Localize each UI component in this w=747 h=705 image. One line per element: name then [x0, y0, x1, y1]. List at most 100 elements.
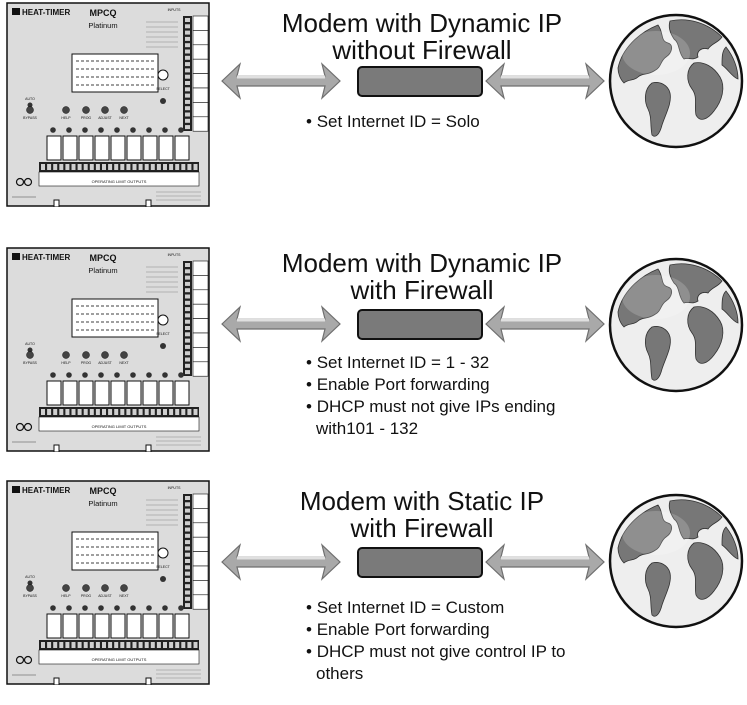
ground-icon — [23, 177, 33, 187]
terminal-screw — [185, 338, 190, 343]
relay-switch — [78, 135, 94, 161]
input-label-box — [192, 565, 209, 581]
terminal-screw — [65, 642, 70, 648]
relay-switch — [78, 380, 94, 406]
terminal-screw — [53, 409, 58, 415]
terminal-screw — [185, 533, 190, 538]
keypad-button-label: NEXT — [119, 594, 129, 598]
relay-switch — [174, 135, 190, 161]
keypad-button-label: NEXT — [119, 361, 129, 365]
terminal-screw — [185, 74, 190, 79]
override-led-icon — [66, 127, 72, 133]
input-label-box — [192, 536, 209, 552]
scenario-title: Modem with Dynamic IP without Firewall — [247, 10, 597, 64]
terminal-screw — [53, 642, 58, 648]
keypad-button — [101, 584, 109, 592]
terminal-screw — [156, 164, 161, 170]
brand-text: HEAT-TIMER — [22, 486, 71, 495]
globe-icon — [608, 13, 744, 149]
select-text: SELECT — [156, 332, 170, 336]
output-label-strip — [38, 171, 200, 187]
terminal-screw — [41, 642, 45, 648]
title-line-2: with Firewall — [350, 275, 494, 305]
scenario-title: Modem with Static IP with Firewall — [247, 488, 597, 542]
output-terminal-strip — [39, 640, 199, 650]
keypad-button — [120, 351, 128, 359]
terminal-screw — [185, 18, 190, 22]
terminal-screw — [185, 370, 190, 375]
globe-shine — [622, 275, 690, 319]
arrow-shape — [485, 62, 605, 100]
terminal-screw — [185, 357, 190, 362]
terminal-screw — [59, 642, 64, 648]
terminal-screw — [71, 164, 76, 170]
inputs-text: INPUTS — [168, 486, 182, 490]
input-label-box — [192, 44, 209, 60]
select-knob-icon — [157, 69, 169, 81]
terminal-screw — [71, 642, 76, 648]
note-item: Enable Port forwarding — [306, 619, 596, 641]
terminal-screw — [185, 62, 190, 67]
override-led-icon — [98, 605, 104, 611]
output-label-strip — [38, 416, 200, 432]
auto-led-icon — [27, 347, 33, 353]
terminal-screw — [185, 300, 190, 305]
override-led-icon — [162, 127, 168, 133]
arrow-shape — [221, 62, 341, 100]
terminal-screw — [185, 521, 190, 526]
double-arrow-icon — [485, 543, 605, 581]
relay-switch — [110, 380, 126, 406]
mounting-slot — [145, 199, 152, 208]
scenario-title: Modem with Dynamic IP with Firewall — [247, 250, 597, 304]
terminal-screw — [185, 81, 190, 85]
lcd-display — [71, 531, 159, 571]
override-led-icon — [178, 605, 184, 611]
globe-shine — [622, 511, 690, 555]
terminal-screw — [53, 164, 58, 170]
brand-text: HEAT-TIMER — [22, 8, 71, 17]
brand-logo-icon — [12, 486, 20, 493]
landmass-africa — [687, 306, 724, 364]
modem-icon — [357, 309, 483, 340]
terminal-screw — [169, 642, 174, 648]
terminal-screw — [185, 502, 190, 507]
landmass-asia — [721, 290, 739, 324]
globe-shine — [622, 31, 690, 75]
select-button-icon — [160, 98, 166, 104]
output-terminal-strip — [39, 162, 199, 172]
landmass-africa — [687, 62, 724, 120]
terminal-screw — [59, 164, 64, 170]
notes-list: Set Internet ID = 1 - 32 Enable Port for… — [306, 352, 596, 440]
relay-switch — [142, 380, 158, 406]
relay-switch — [142, 135, 158, 161]
terminal-screw — [185, 584, 190, 589]
terminal-screw — [132, 642, 137, 648]
terminal-screw — [144, 409, 149, 415]
terminal-screw — [108, 164, 113, 170]
terminal-screw — [169, 409, 174, 415]
landmass-north-america — [617, 268, 672, 328]
keypad-button — [120, 106, 128, 114]
keypad-button — [62, 584, 70, 592]
override-led-icon — [82, 605, 88, 611]
terminal-screw — [114, 409, 119, 415]
landmass-south-america — [644, 326, 671, 381]
terminal-screw — [185, 36, 190, 41]
landmass-north-america — [617, 504, 672, 564]
note-item: DHCP must not give IPs ending with101 - … — [306, 396, 596, 440]
override-led-icon — [146, 605, 152, 611]
input-label-box — [192, 347, 209, 363]
mounting-slot — [53, 677, 60, 686]
override-led-icon — [162, 372, 168, 378]
terminal-screw — [175, 409, 180, 415]
keypad-button-label: PROG — [81, 116, 92, 120]
terminal-screw — [181, 164, 186, 170]
auto-led-icon — [27, 580, 33, 586]
relay-switch — [62, 613, 78, 639]
auto-text: AUTO — [25, 97, 35, 101]
input-label-box — [192, 289, 209, 305]
terminal-screw — [132, 164, 137, 170]
override-led-icon — [114, 372, 120, 378]
